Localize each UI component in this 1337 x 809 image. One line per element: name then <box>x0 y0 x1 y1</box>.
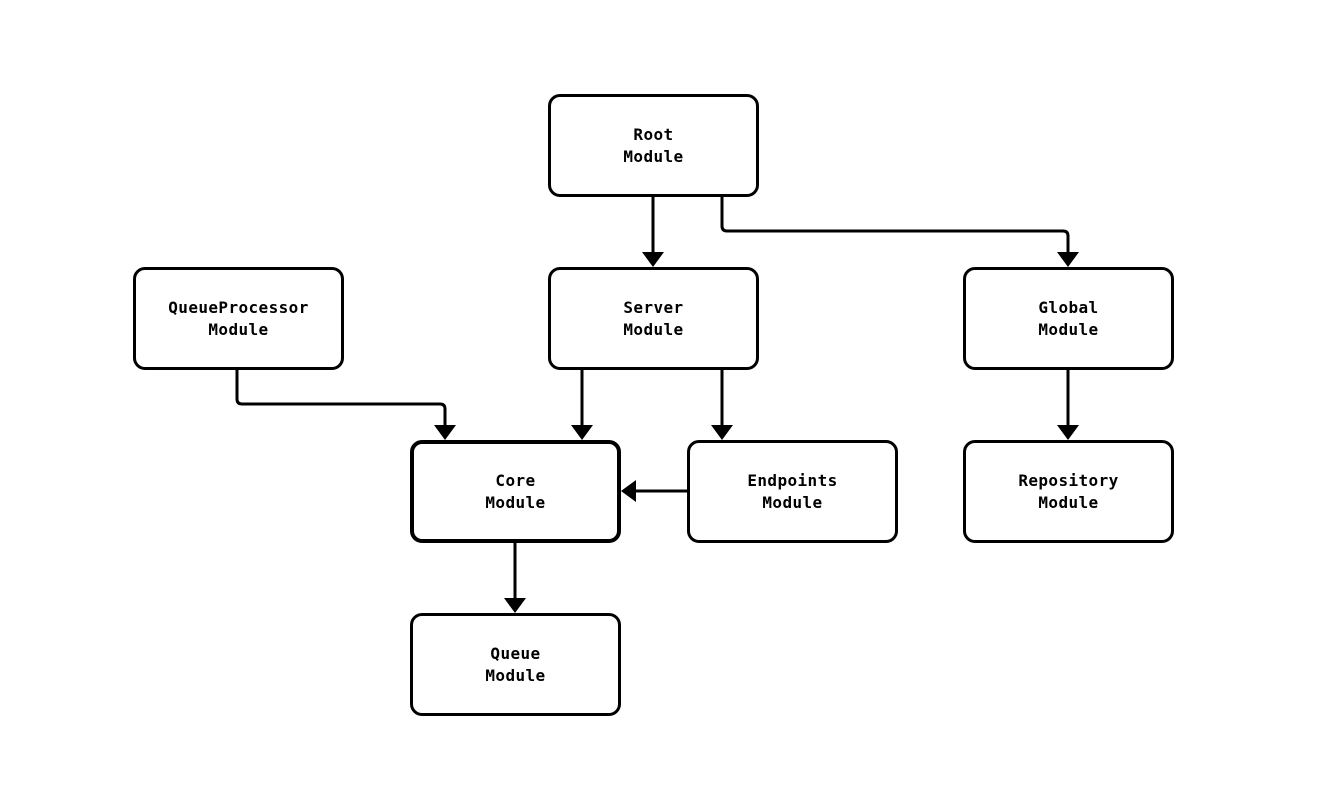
arrowhead <box>642 252 664 267</box>
core-module[interactable]: Core Module <box>410 440 621 543</box>
edge-server-to-endpoints <box>711 370 733 440</box>
repository-module-label: Repository Module <box>1018 470 1119 512</box>
edge-root-to-server <box>642 197 664 267</box>
root-module-label: Root Module <box>623 124 684 166</box>
arrowhead <box>434 425 456 440</box>
server-module-label: Server Module <box>623 297 684 339</box>
server-module[interactable]: Server Module <box>548 267 759 370</box>
endpoints-module[interactable]: Endpoints Module <box>687 440 898 543</box>
queueprocessor-module[interactable]: QueueProcessor Module <box>133 267 344 370</box>
queue-module[interactable]: Queue Module <box>410 613 621 716</box>
queue-module-label: Queue Module <box>485 643 546 685</box>
global-module-label: Global Module <box>1038 297 1099 339</box>
arrowhead <box>571 425 593 440</box>
global-module[interactable]: Global Module <box>963 267 1174 370</box>
core-module-label: Core Module <box>485 470 546 512</box>
edge-endpoints-to-core <box>621 480 687 502</box>
repository-module[interactable]: Repository Module <box>963 440 1174 543</box>
arrowhead <box>711 425 733 440</box>
edge-global-to-repository <box>1057 370 1079 440</box>
edge-server-to-core <box>571 370 593 440</box>
arrowhead <box>1057 425 1079 440</box>
endpoints-module-label: Endpoints Module <box>747 470 838 512</box>
edge-root-to-global <box>720 197 1079 267</box>
queueprocessor-module-label: QueueProcessor Module <box>168 297 309 339</box>
edge-queueprocessor-to-core <box>235 370 456 440</box>
arrowhead <box>504 598 526 613</box>
root-module[interactable]: Root Module <box>548 94 759 197</box>
arrowhead <box>621 480 636 502</box>
arrowhead <box>1057 252 1079 267</box>
edge-core-to-queue <box>504 543 526 613</box>
